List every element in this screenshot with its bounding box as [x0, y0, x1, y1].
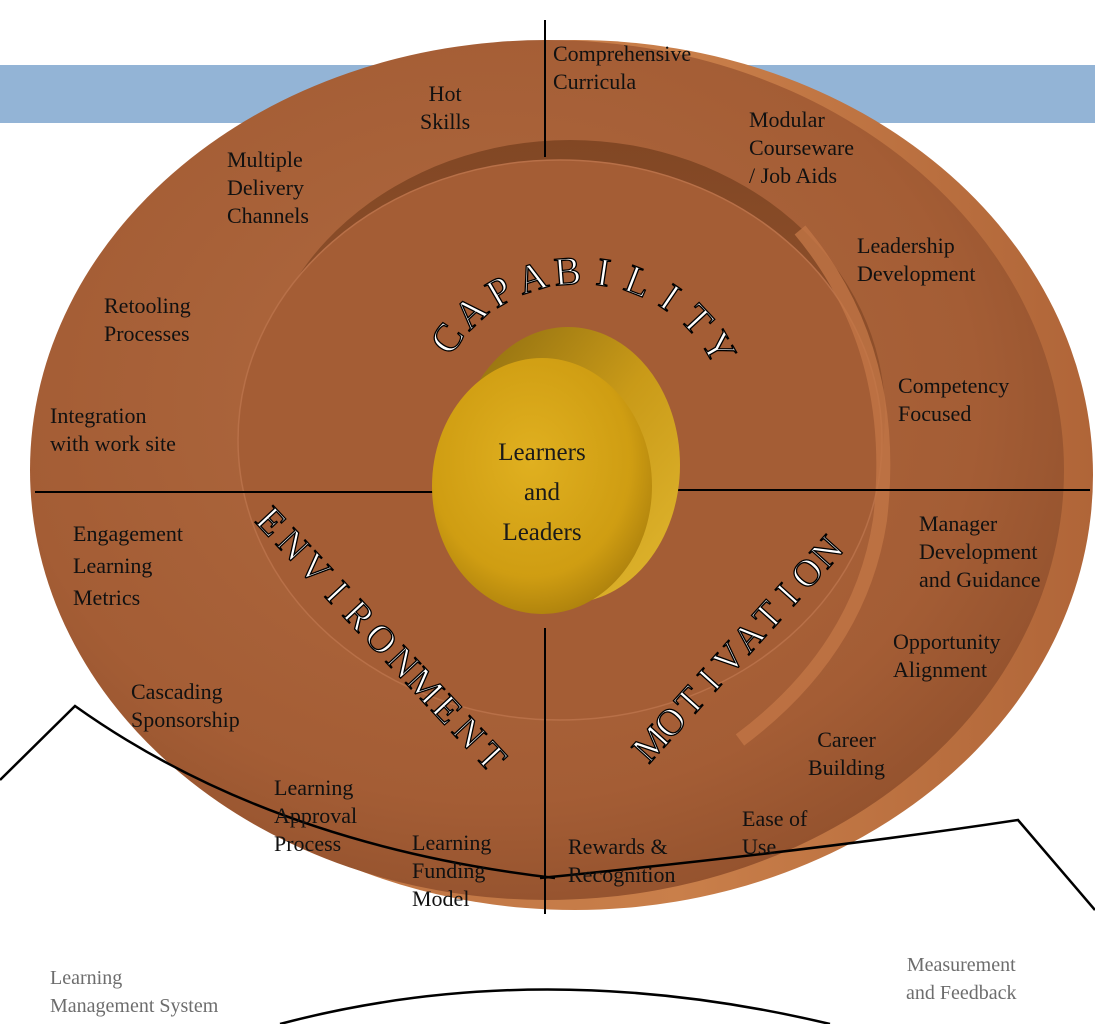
- label-measurement-feedback: Measurement and Feedback: [906, 954, 1017, 1004]
- foundation-arc-main: [279, 988, 831, 1026]
- foundation-arc-right: [539, 818, 1095, 911]
- label-learning-funding: Learning Funding Model: [412, 830, 492, 911]
- label-manager-development: Manager Development and Guidance: [919, 511, 1041, 592]
- label-hot-skills: Hot Skills: [420, 81, 471, 134]
- label-multiple-delivery: Multiple Delivery Channels: [227, 147, 309, 228]
- label-opportunity-alignment: Opportunity Alignment: [893, 629, 1001, 682]
- label-engagement-metrics: Engagement Learning Metrics: [73, 521, 183, 610]
- inner-ring-edge: [735, 225, 891, 746]
- label-comprehensive-curricula: Comprehensive Curricula: [553, 41, 692, 94]
- label-rewards-recognition: Rewards & Recognition: [568, 834, 676, 887]
- label-career-building: Career Building: [808, 727, 886, 780]
- center-label: Learners and Leaders: [498, 439, 586, 546]
- capability-letter: B: [553, 247, 583, 294]
- label-integration-work-site: Integration with work site: [50, 403, 176, 456]
- label-learning-management-system: Learning Management System: [50, 967, 219, 1017]
- label-retooling-processes: Retooling Processes: [104, 293, 191, 346]
- label-ease-of-use: Ease of Use: [742, 806, 808, 859]
- label-competency-focused: Competency Focused: [898, 373, 1010, 426]
- label-learning-approval: Learning Approval Process: [274, 775, 358, 856]
- core-face: [432, 358, 652, 614]
- label-leadership-development: Leadership Development: [857, 233, 976, 286]
- foundation-arc-left: [0, 704, 556, 880]
- label-cascading-sponsorship: Cascading Sponsorship: [131, 679, 240, 732]
- label-modular-courseware: Modular Courseware / Job Aids: [749, 107, 855, 188]
